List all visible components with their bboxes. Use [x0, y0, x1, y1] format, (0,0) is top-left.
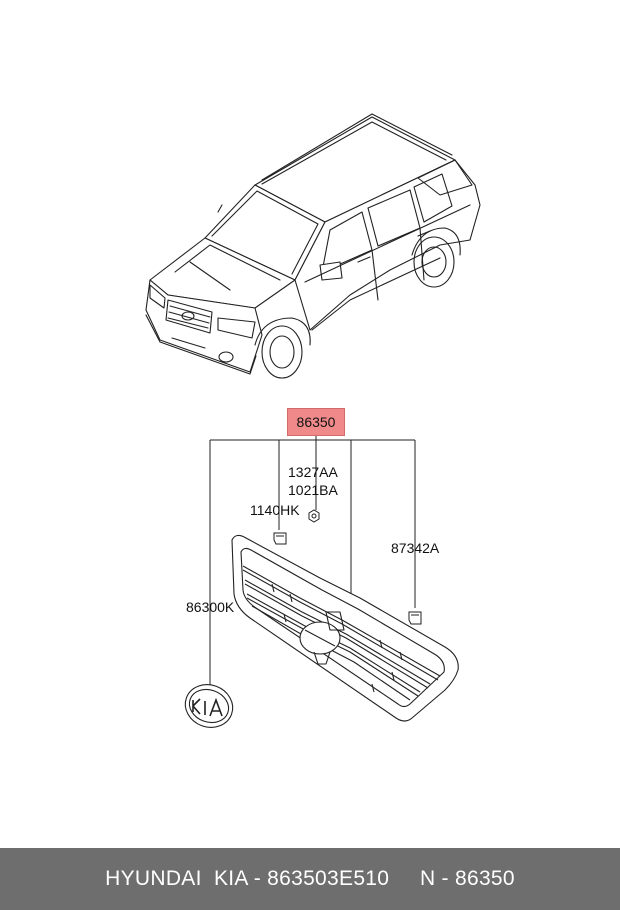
radiator-grille-illustration [231, 534, 459, 722]
footer-separator: - [247, 867, 268, 890]
part-label-grille: 86300K [186, 599, 235, 615]
footer-code-prefix: N - [419, 867, 455, 890]
footer-brand: HYUNDAI KIA [105, 867, 248, 890]
footer-bar: HYUNDAI KIA - 863503E510 N - 86350 [0, 848, 620, 910]
clip-left-part-icon [273, 532, 287, 545]
part-label-clip-left: 1140HK [250, 502, 300, 518]
vehicle-illustration [145, 113, 481, 379]
footer-gap [389, 867, 420, 890]
kia-emblem-illustration [184, 684, 234, 728]
footer-caption: HYUNDAI KIA - 863503E510 N - 86350 [0, 848, 620, 910]
parts-diagram [145, 113, 481, 728]
part-label-screw-b: 1021BA [288, 482, 338, 498]
clip-right-part-icon [408, 611, 422, 625]
highlighted-part-number: 86350 [287, 408, 345, 436]
footer-code: 86350 [454, 867, 515, 890]
part-label-screw-a: 1327AA [288, 464, 338, 480]
screw-part-icon [308, 509, 320, 523]
leader-lines [209, 436, 416, 685]
part-label-clip-right: 87342A [391, 540, 440, 556]
footer-part-number: 863503E510 [267, 867, 390, 890]
